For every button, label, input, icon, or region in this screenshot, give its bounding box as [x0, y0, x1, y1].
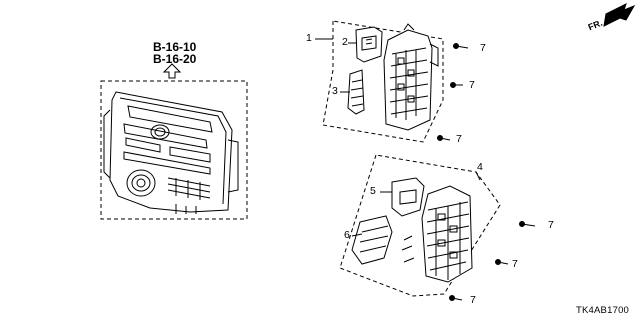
callout-7-lower-top: 7: [548, 219, 554, 231]
lower-control-panel: [401, 185, 536, 301]
callout-2: 2: [342, 36, 348, 48]
assembly-1-frame: [315, 20, 444, 143]
callout-4: 4: [477, 161, 483, 173]
callout-7-upper-middle: 7: [469, 79, 475, 91]
callout-1: 1: [306, 32, 312, 44]
callout-7-lower-middle: 7: [512, 258, 518, 270]
reference-code-1: B-16-10: [153, 40, 197, 54]
callout-7-lower-bottom: 7: [470, 294, 476, 306]
part-code: TK4AB1700: [576, 305, 630, 316]
dashboard-assembly: [100, 80, 248, 220]
callout-7-upper-top: 7: [480, 42, 486, 54]
callout-5: 5: [370, 185, 376, 197]
callout-7-upper-bottom: 7: [456, 133, 462, 145]
part-3-knob-strip: [340, 69, 365, 115]
callout-6: 6: [344, 229, 350, 241]
part-2-button-cap: [348, 26, 383, 63]
front-direction-arrow: [603, 3, 636, 27]
assembly-4-frame: [339, 154, 501, 297]
part-5-button-cap: [380, 177, 425, 217]
part-6-knob-strip: [351, 215, 393, 265]
upper-control-panel: [383, 23, 469, 141]
reference-arrow: [162, 63, 182, 79]
callout-3: 3: [332, 85, 338, 97]
reference-code-2: B-16-20: [153, 52, 197, 66]
